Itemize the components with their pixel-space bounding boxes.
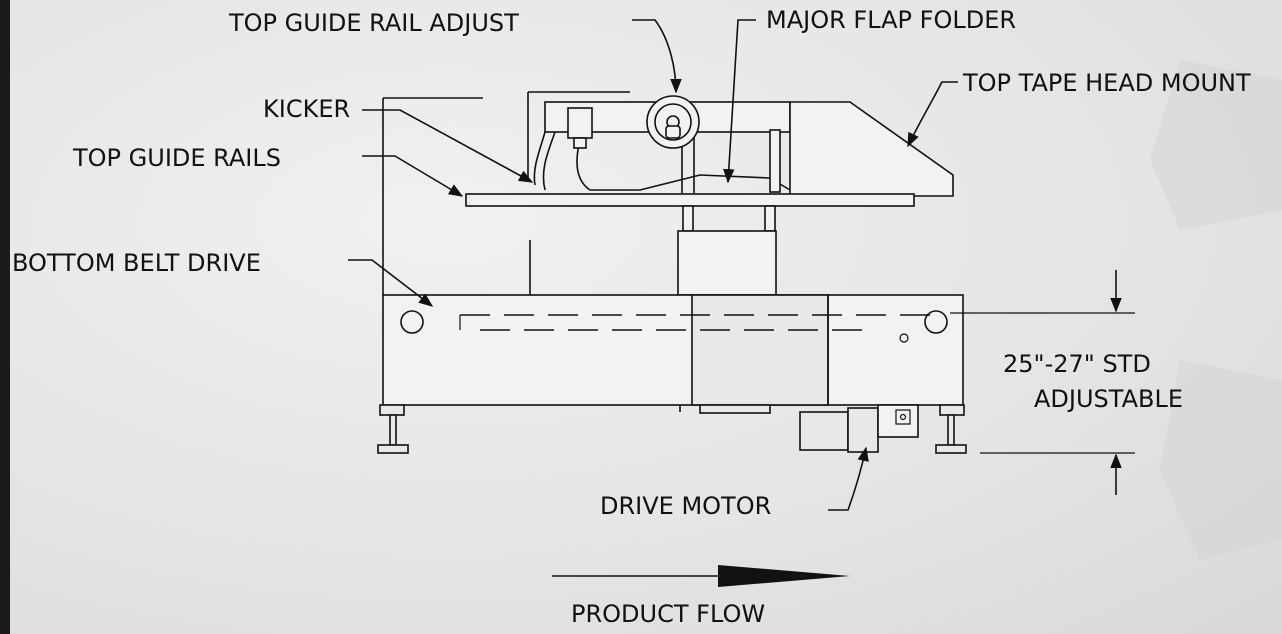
- leader-top-tape-head-mount: [907, 81, 958, 148]
- background-gear-shape: [1150, 60, 1282, 560]
- label-bottom-belt-drive: BOTTOM BELT DRIVE: [12, 249, 261, 277]
- flap-folder-post-3: [769, 129, 781, 193]
- label-drive-motor: DRIVE MOTOR: [600, 492, 771, 520]
- kicker-rod-1: [533, 131, 546, 186]
- lower-bed-center-panel: [691, 294, 829, 406]
- foot-left-pad: [377, 444, 409, 454]
- product-flow-arrowhead: [718, 565, 850, 587]
- belt-idler: [899, 333, 909, 343]
- handwheel-inner: [654, 103, 692, 141]
- motor-mount-bolt: [899, 413, 907, 421]
- left-edge-bar: [0, 0, 10, 634]
- leader-drive-motor: [828, 446, 869, 511]
- belt-pulley-right: [924, 310, 948, 334]
- motor-mount-plate: [895, 409, 911, 425]
- label-height-range: 25"-27" STD: [1003, 350, 1151, 378]
- label-product-flow: PRODUCT FLOW: [571, 600, 765, 628]
- foot-right-stem: [947, 414, 955, 446]
- leader-lines: [348, 19, 1135, 587]
- under-bracket: [699, 404, 771, 414]
- kicker-cylinder-rod: [573, 137, 587, 149]
- kicker-cylinder: [567, 107, 593, 139]
- column-upper-post-2: [764, 205, 776, 232]
- handwheel-knob: [665, 125, 681, 139]
- central-column: [677, 230, 777, 296]
- labels: TOP GUIDE RAIL ADJUST MAJOR FLAP FOLDER …: [12, 6, 1251, 628]
- motor-body: [799, 411, 849, 451]
- top-guide-rails-plate: [465, 193, 915, 207]
- foot-right-pad: [935, 444, 967, 454]
- leader-major-flap-folder: [723, 19, 756, 184]
- label-top-tape-head-mount: TOP TAPE HEAD MOUNT: [962, 69, 1251, 97]
- column-upper-post-1: [682, 205, 694, 232]
- lower-bed: [382, 294, 964, 406]
- motor-gearbox: [847, 407, 879, 453]
- label-major-flap-folder: MAJOR FLAP FOLDER: [766, 6, 1016, 34]
- leader-top-guide-rails: [362, 155, 464, 197]
- leader-kicker: [362, 109, 534, 183]
- label-kicker: KICKER: [263, 95, 350, 123]
- belt-pulley-left: [400, 310, 424, 334]
- leader-bottom-belt-drive: [348, 259, 434, 307]
- machine-drawing: [377, 91, 967, 454]
- label-adjustable: ADJUSTABLE: [1034, 385, 1183, 413]
- kicker-rod-2: [542, 131, 556, 191]
- tape-head-mount-shape: [789, 101, 954, 197]
- foot-right-collar: [939, 404, 965, 416]
- label-top-guide-rails: TOP GUIDE RAILS: [72, 144, 281, 172]
- label-top-guide-rail-adjust: TOP GUIDE RAIL ADJUST: [228, 9, 519, 37]
- foot-left-stem: [389, 414, 397, 446]
- flap-folder-shape: [639, 174, 791, 191]
- leader-top-guide-rail-adjust: [632, 19, 682, 94]
- foot-left-collar: [379, 404, 405, 416]
